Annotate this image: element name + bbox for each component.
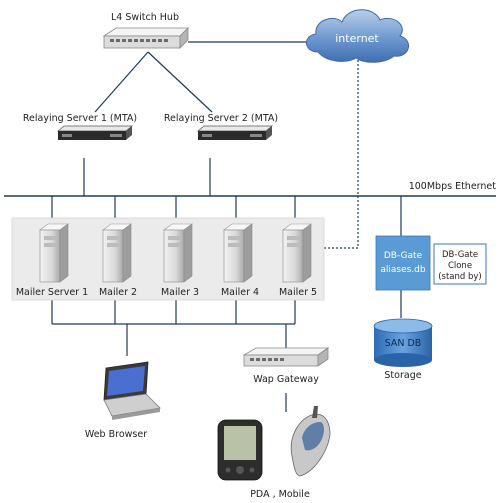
db-clone-label-line-1: DB-Gate — [442, 250, 478, 260]
db-gate-label-line-2: aliases.db — [380, 265, 426, 275]
switch-hub-label: L4 Switch Hub — [111, 12, 179, 23]
web-browser-label: Web Browser — [85, 429, 147, 440]
relay-server-1 — [57, 125, 133, 140]
internet-cloud — [306, 9, 409, 63]
wap-gateway — [242, 347, 330, 367]
laptop-icon — [103, 361, 161, 420]
mailer-5-label: Mailer 5 — [279, 287, 317, 298]
internet-label: internet — [335, 32, 379, 45]
mailer-4-tower — [223, 223, 253, 283]
mailer-5-tower — [282, 223, 312, 283]
db-clone-label-line-3: (stand by) — [438, 272, 482, 282]
san-db-label: SAN DB — [385, 338, 422, 349]
l4-switch-hub — [102, 27, 189, 49]
db-gate-box — [375, 235, 431, 291]
mailer-4-label: Mailer 4 — [221, 287, 259, 298]
relay-server-2-label: Relaying Server 2 (MTA) — [164, 113, 278, 124]
san-db-cylinder — [373, 318, 433, 367]
internet-dotted-link — [322, 60, 359, 249]
db-clone-label-line-2: Clone — [448, 261, 472, 271]
mailer-2-label: Mailer 2 — [99, 287, 137, 298]
wap-gateway-label: Wap Gateway — [253, 374, 319, 385]
mailer-3-label: Mailer 3 — [161, 287, 199, 298]
db-gate-label-line-1: DB-Gate — [384, 251, 423, 261]
relay-server-2 — [197, 125, 273, 140]
pda-mobile-label: PDA , Mobile — [250, 489, 310, 500]
mailer-2-tower — [102, 223, 132, 283]
mailer-server-1-label: Mailer Server 1 — [16, 287, 88, 298]
mailer-3-tower — [163, 223, 193, 283]
relay-server-1-label: Relaying Server 1 (MTA) — [23, 113, 137, 124]
mailer-server-1-tower — [39, 223, 69, 283]
pda-icon — [217, 419, 263, 481]
ethernet-label: 100Mbps Ethernet — [409, 181, 497, 192]
mobile-phone-icon — [290, 406, 331, 477]
storage-label: Storage — [384, 370, 421, 381]
db-gate-clone-box — [433, 243, 487, 285]
connection-lines — [4, 41, 496, 412]
